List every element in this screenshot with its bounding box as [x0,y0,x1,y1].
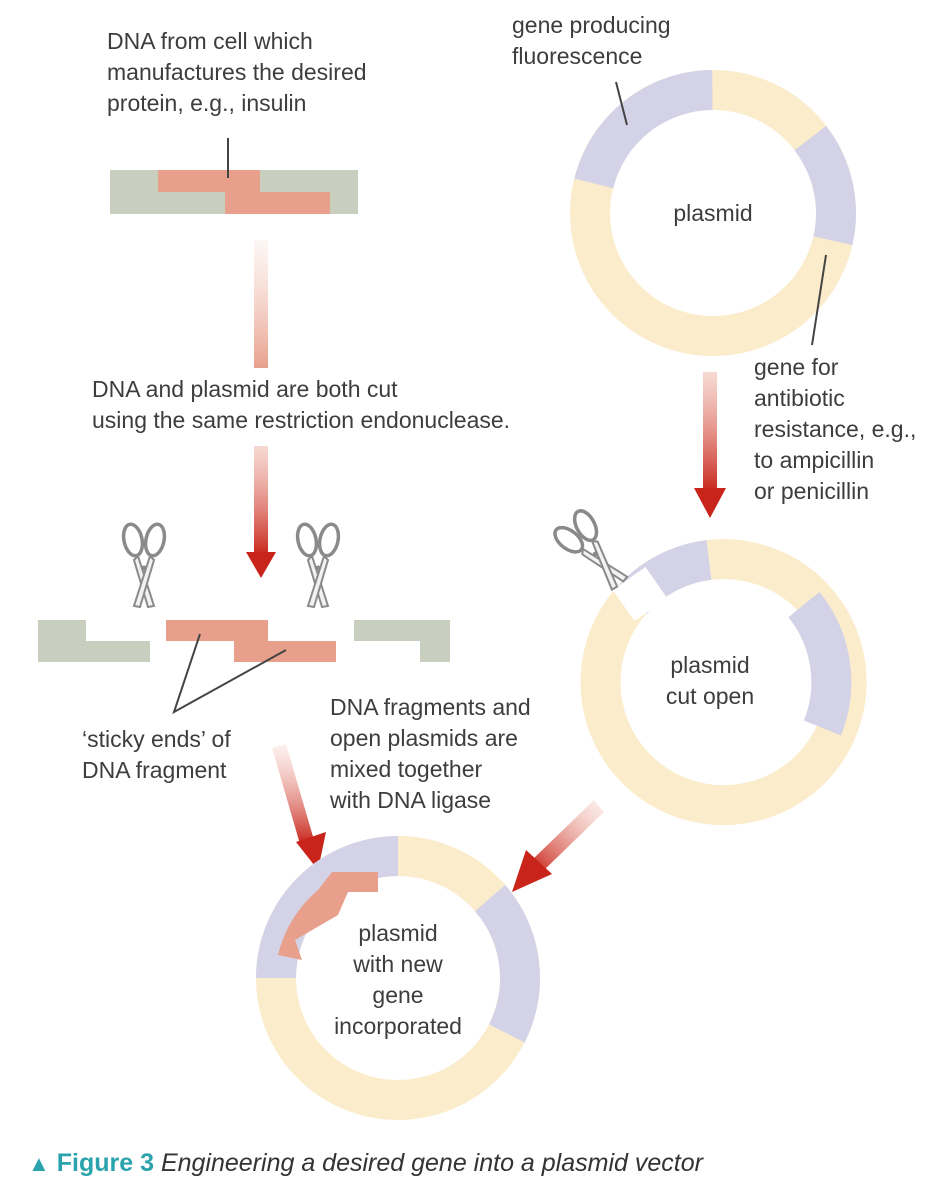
figure-number: Figure 3 [56,1149,154,1177]
plasmid-cut-open-ring [580,539,867,826]
arrow-shaft-1 [254,240,268,368]
triangle-icon: ▲ [28,1151,50,1176]
plasmid-ring [570,70,856,356]
label-fluorescence-gene: gene producing fluorescence [512,12,671,69]
caption-text: Engineering a desired gene into a plasmi… [160,1149,703,1177]
arrow-plasmid-to-recombinant [512,800,604,892]
scissors-icon [119,520,169,609]
label-dna-source: DNA from cell which manufactures the des… [107,28,367,116]
arrow-down-to-cut-plasmid [694,372,726,518]
label-sticky-ends: ‘sticky ends’ of DNA fragment [82,726,231,783]
arrow-down-to-cut-dna [246,446,276,578]
scissors-icon [293,520,343,609]
label-recombinant-plasmid: plasmid with new gene incorporated [334,920,462,1039]
label-plasmid: plasmid [673,200,753,226]
label-mix-step: DNA fragments and open plasmids are mixe… [330,694,531,813]
label-plasmid-cut-open: plasmid cut open [665,652,755,709]
source-dna-strand [110,138,358,214]
arrow-fragments-to-recombinant [272,744,326,870]
figure-caption: ▲ Figure 3 Engineering a desired gene in… [28,1148,703,1179]
label-antibiotic-gene: gene for antibiotic resistance, e.g., to… [754,354,917,504]
cut-dna-fragments [38,620,450,715]
recombinant-plasmid-ring [256,836,540,1120]
label-cut-step: DNA and plasmid are both cut using the s… [92,376,511,433]
